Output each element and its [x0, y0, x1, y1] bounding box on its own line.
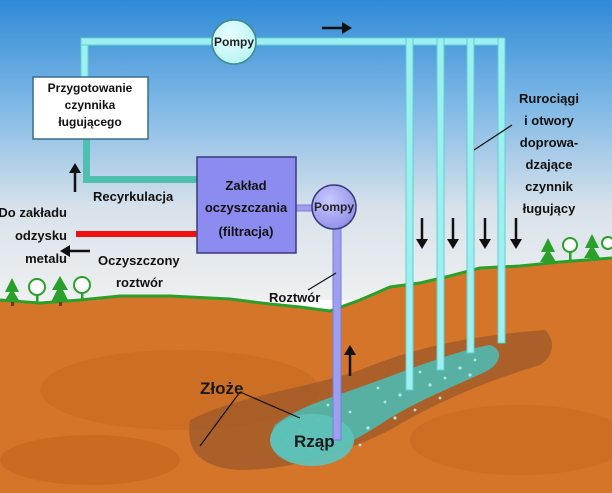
soil-patch	[0, 435, 180, 485]
preparation-label-line3: ługującego	[58, 115, 121, 129]
deposit-label: Złoże	[200, 379, 243, 398]
plant-label-line3: (filtracja)	[219, 224, 274, 239]
leader-lines	[199, 124, 513, 447]
recovery-label-line3: metalu	[25, 251, 67, 266]
preparation-label-line1: Przygotowanie	[48, 81, 133, 95]
recirculation-label: Recyrkulacja	[93, 189, 174, 204]
clean-solution-line1: Oczyszczony	[98, 253, 180, 268]
pump-top-label: Pompy	[214, 35, 254, 49]
grass-line	[0, 256, 612, 313]
trees-right	[540, 234, 612, 262]
pump-top: Pompy	[211, 19, 257, 65]
arrow-down-icon	[447, 218, 459, 249]
injection-well-4	[497, 37, 506, 344]
sump-label: Rząp	[294, 432, 335, 451]
recirculation-pipe	[83, 137, 198, 183]
pump-right: Pompy	[311, 184, 357, 230]
tree-icon	[562, 237, 578, 253]
injection-pipes	[80, 37, 506, 391]
pipes-label-line3: doprowa-	[520, 135, 579, 150]
purification-plant-box	[196, 156, 297, 254]
arrow-up-icon	[344, 345, 356, 376]
injection-well-3	[466, 37, 475, 354]
pipes-label-line5: czynnik	[525, 179, 573, 194]
recovery-label-line1: Do zakładu	[0, 205, 67, 220]
clean-solution-line2: roztwór	[116, 275, 163, 290]
arrow-up-icon	[69, 163, 81, 192]
pump-right-label: Pompy	[314, 200, 354, 214]
arrow-down-icon	[510, 218, 522, 249]
arrow-down-icon	[416, 218, 428, 249]
pipes-label-line1: Rurociągi	[519, 91, 579, 106]
pipes-label-line6: ługujący	[523, 201, 577, 216]
preparation-box	[32, 76, 149, 140]
tree-icon	[584, 234, 600, 258]
plant-label-line1: Zakład	[225, 178, 266, 193]
recovery-pipe	[76, 231, 198, 237]
trees-left	[4, 276, 91, 306]
recovery-label-line2: odzysku	[15, 228, 67, 243]
injection-well-1	[405, 37, 414, 391]
injection-well-2	[436, 37, 445, 371]
pipes-label-line4: dzające	[526, 157, 573, 172]
pump-icon	[211, 19, 257, 65]
tree-icon	[28, 278, 46, 296]
pipes-label-line2: i otwory	[524, 113, 575, 128]
tree-icon	[51, 276, 69, 302]
pump-icon	[311, 184, 357, 230]
tree-icon	[4, 278, 20, 302]
sky	[0, 0, 612, 300]
preparation-label-line2: czynnika	[65, 98, 116, 112]
solution-label: Roztwór	[269, 290, 320, 305]
flow-arrows	[60, 22, 522, 376]
soil-patch	[410, 405, 612, 475]
tree-icon	[540, 238, 556, 262]
arrow-left-icon	[60, 245, 90, 257]
arrow-down-icon	[479, 218, 491, 249]
arrow-right-icon	[322, 22, 352, 34]
plant-label-line2: oczyszczania	[205, 200, 288, 215]
tree-icon	[73, 276, 91, 294]
tree-icon	[601, 236, 612, 250]
